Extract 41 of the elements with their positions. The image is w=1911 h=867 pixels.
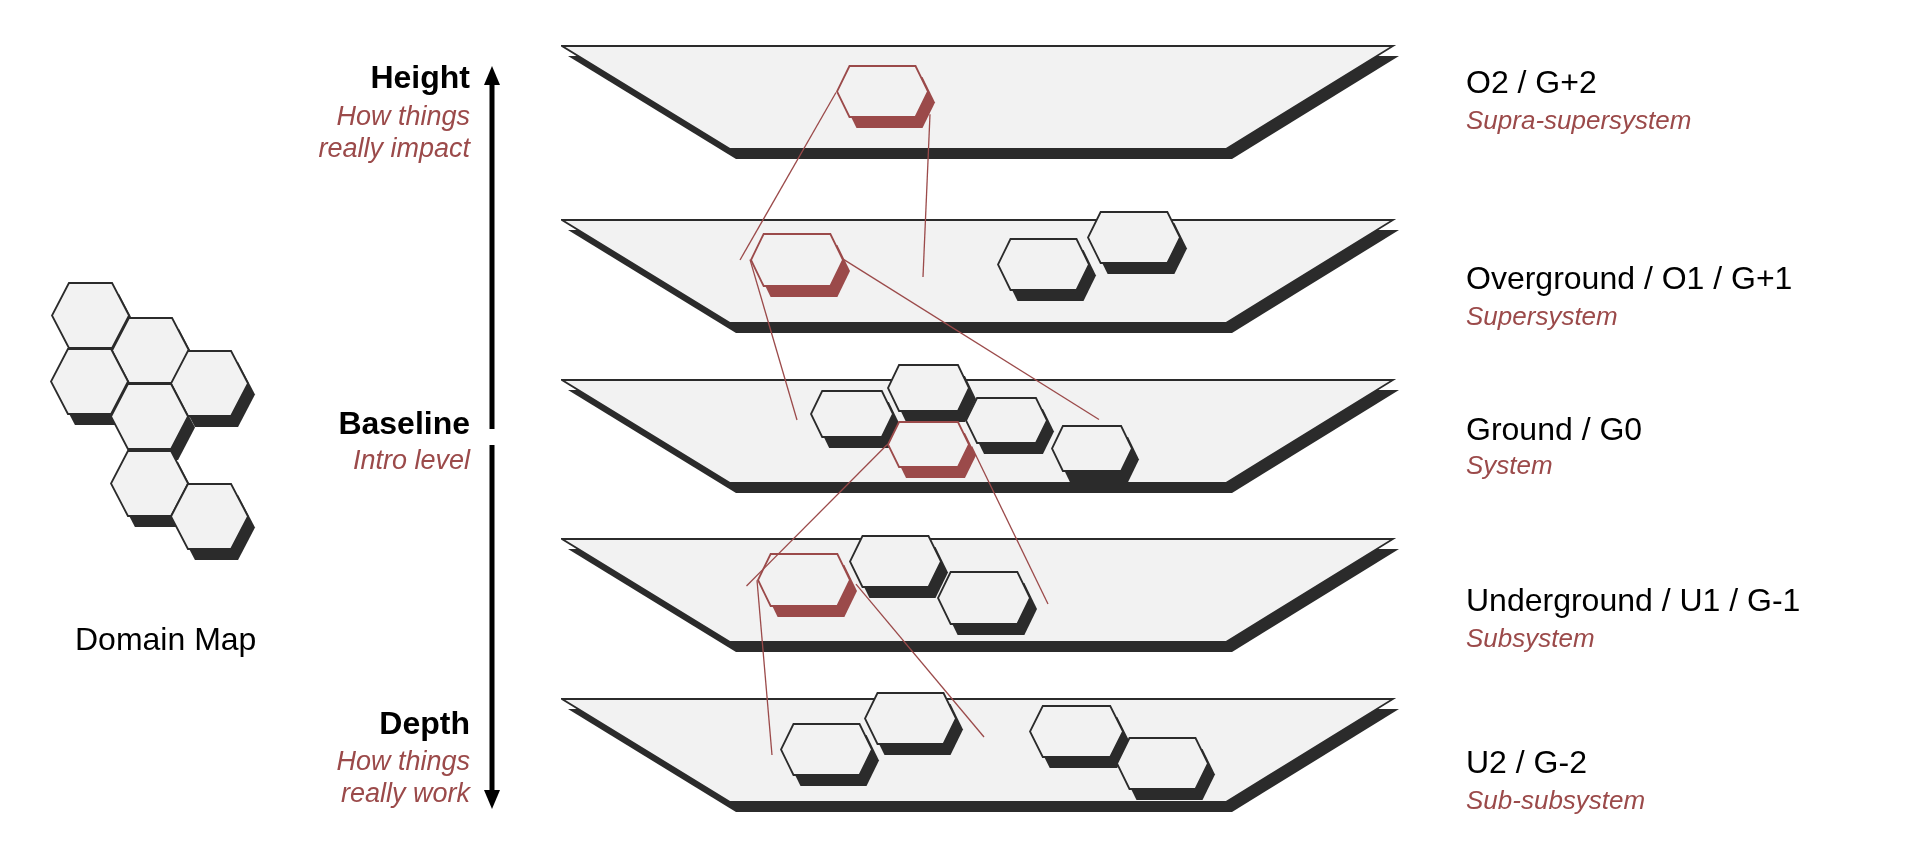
layer-name: Ground / G0 — [1466, 413, 1643, 445]
projection-line — [970, 445, 1049, 605]
layer-name: Overground / O1 / G+1 — [1466, 262, 1793, 294]
hexagon-tile — [1051, 425, 1140, 483]
hexagon-tile — [1116, 737, 1216, 801]
hexagon-tile — [1029, 705, 1131, 769]
layer-description: Subsystem — [1466, 624, 1595, 651]
hexagon-tile — [997, 238, 1097, 302]
projection-line — [843, 259, 1100, 421]
layer-name: Underground / U1 / G-1 — [1466, 584, 1801, 616]
layer-plane — [561, 45, 1401, 160]
highlighted-hexagon — [836, 65, 936, 129]
layer-description: Supra-supersystem — [1466, 106, 1692, 133]
layer-description: Supersystem — [1466, 302, 1618, 329]
hexagon-tile — [864, 692, 964, 756]
layer-plane — [561, 538, 1401, 653]
highlighted-hexagon — [757, 553, 858, 618]
projection-line — [756, 579, 773, 756]
axis-label: Baseline — [338, 406, 470, 439]
hexagon-tile — [780, 723, 880, 787]
highlighted-hexagon — [750, 233, 851, 298]
axis-caption: How things really impact — [317, 99, 470, 164]
layer-name: O2 / G+2 — [1466, 66, 1597, 98]
layer-description: System — [1466, 452, 1553, 478]
layer-name: U2 / G-2 — [1466, 746, 1587, 778]
layer-description: Sub-subsystem — [1466, 786, 1646, 813]
hexagon-tile — [965, 397, 1055, 455]
projection-line — [749, 259, 798, 421]
hexagon-tile — [810, 390, 901, 449]
axis-caption: How things really work — [335, 744, 470, 809]
projection-line — [922, 113, 931, 278]
map-caption: Domain Map — [75, 623, 257, 655]
hexagon-tile — [887, 364, 977, 423]
highlighted-hexagon — [887, 421, 977, 479]
axis-label: Depth — [379, 707, 470, 739]
axis-caption: Intro level — [352, 444, 470, 476]
hexagon-tile — [937, 571, 1038, 636]
hexagon-tile — [849, 535, 949, 599]
axis-label: Height — [370, 60, 470, 93]
hexagon-tile — [1087, 211, 1188, 275]
projection-line — [739, 91, 837, 261]
